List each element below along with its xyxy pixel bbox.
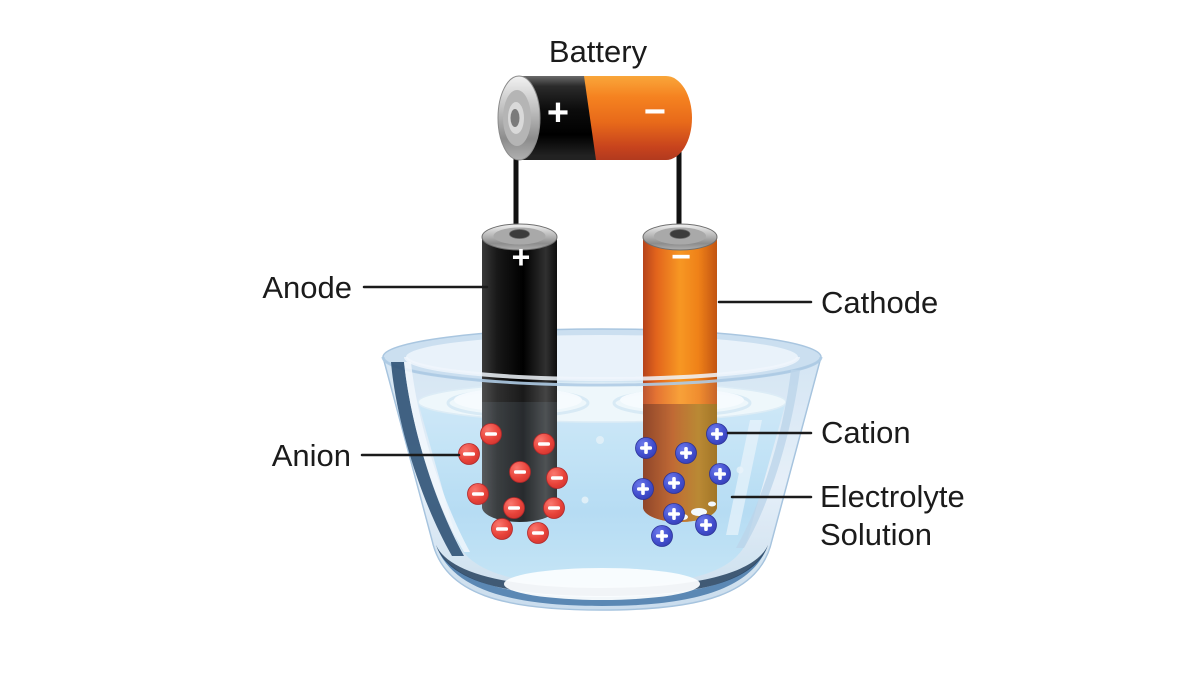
cation-layer — [632, 423, 731, 547]
anion-layer — [458, 423, 568, 544]
electrolyte-label-line1: Electrolyte — [820, 479, 965, 514]
anion-ion — [491, 518, 513, 540]
glass-right-glare — [726, 420, 762, 535]
anion-ion — [458, 443, 480, 465]
cathode-sign: − — [671, 238, 691, 276]
base-highlight — [504, 568, 700, 600]
beaker-front — [381, 356, 823, 610]
battery-label: Battery — [549, 34, 648, 69]
cation-label: Cation — [821, 415, 911, 450]
anion-ion — [533, 433, 555, 455]
cation-ion — [663, 472, 685, 494]
cation-ion — [632, 478, 654, 500]
water-droplet — [596, 436, 604, 444]
glass-right-streak — [736, 370, 800, 548]
rim-front-inner-arc — [404, 356, 800, 381]
cation-ion — [706, 423, 728, 445]
cation-ion — [695, 514, 717, 536]
anion-ion — [480, 423, 502, 445]
cathode-label: Cathode — [821, 285, 938, 320]
gas-bubble — [708, 501, 716, 507]
anion-ion — [467, 483, 489, 505]
anode-sign: + — [512, 239, 531, 275]
cation-ion — [663, 503, 685, 525]
leader-lines — [360, 285, 813, 499]
anion-ion — [546, 467, 568, 489]
anion-label: Anion — [272, 438, 351, 473]
anion-ion — [527, 522, 549, 544]
anode-terminal-nub — [509, 229, 530, 239]
anion-ion — [543, 497, 565, 519]
cation-ion — [709, 463, 731, 485]
water-droplet — [581, 496, 589, 504]
anion-ion — [509, 461, 531, 483]
glass-left-highlight — [404, 362, 470, 552]
cathode-terminal-nub — [669, 229, 691, 239]
anode-label: Anode — [262, 270, 352, 305]
glass-left-dark-streak — [391, 362, 464, 556]
battery-terminal-nub — [510, 109, 520, 127]
cation-ion — [651, 525, 673, 547]
front-glass-sheen — [383, 357, 821, 610]
cathode-underwater — [643, 404, 717, 522]
battery-negative-sign: − — [644, 91, 666, 133]
battery-positive-sign: + — [547, 92, 569, 134]
anion-ion — [503, 497, 525, 519]
gas-bubble — [691, 508, 707, 516]
battery: + − — [497, 75, 692, 161]
diagram-labels: Battery Anode Anion Cathode Cation Elect… — [262, 34, 964, 552]
cation-ion — [635, 437, 657, 459]
electrolyte-label-line2: Solution — [820, 517, 932, 552]
cation-ion — [675, 442, 697, 464]
